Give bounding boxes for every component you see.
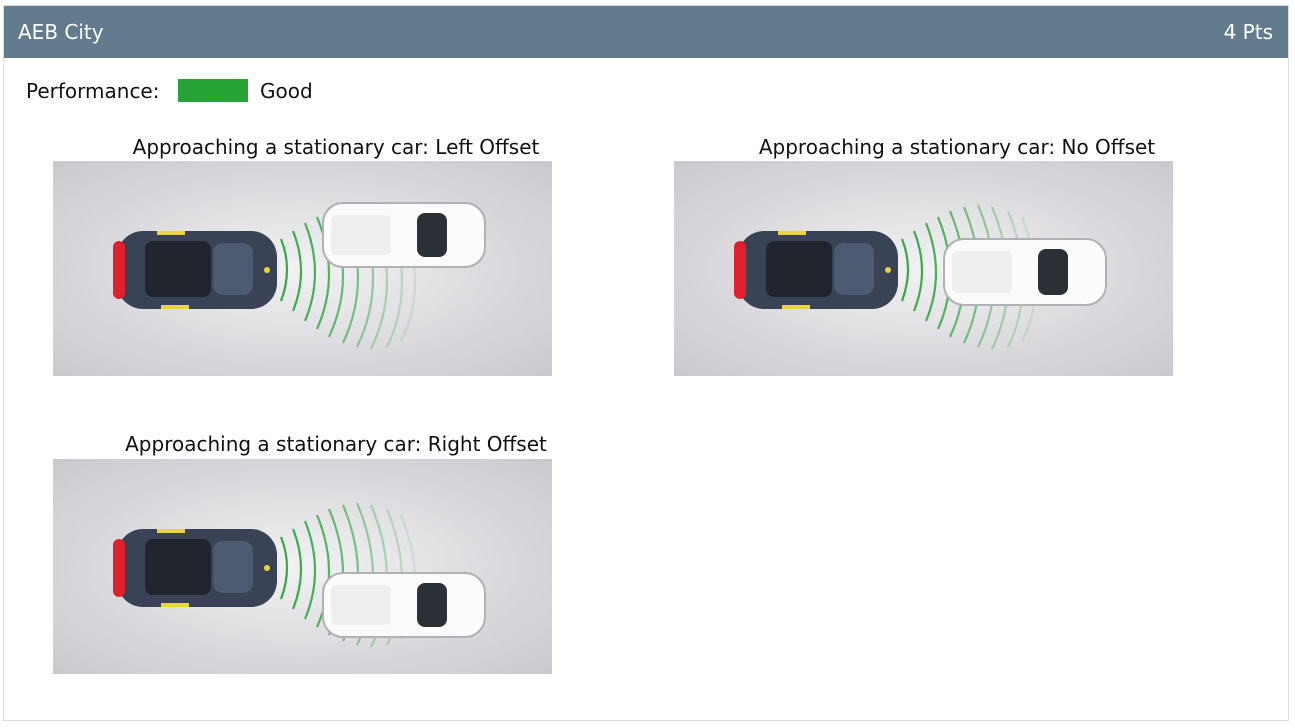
panel-header: AEB City 4 Pts — [4, 6, 1288, 58]
panel-title: AEB City — [18, 20, 104, 44]
scenario-title-left-offset: Approaching a stationary car: Left Offse… — [132, 135, 540, 159]
test-car — [734, 231, 898, 309]
scenario-image-right-offset — [53, 459, 552, 674]
scenario-title-no-offset: Approaching a stationary car: No Offset — [758, 135, 1156, 159]
target-car — [943, 238, 1107, 306]
target-car — [322, 202, 486, 268]
scenario-image-left-offset — [53, 161, 552, 376]
points-score: 4 Pts — [1223, 20, 1273, 44]
scenario-title-right-offset: Approaching a stationary car: Right Offs… — [125, 432, 547, 456]
performance-rating: Good — [260, 79, 313, 103]
test-car — [113, 529, 277, 607]
target-car — [322, 572, 486, 638]
scenario-illustration — [674, 161, 1173, 376]
test-car — [113, 231, 277, 309]
scenario-image-no-offset — [674, 161, 1173, 376]
aeb-city-panel: AEB City 4 Pts Performance: Good Approac… — [3, 5, 1289, 721]
scenario-illustration — [53, 161, 552, 376]
performance-label: Performance: — [26, 79, 160, 103]
performance-color-swatch — [178, 79, 248, 102]
scenario-illustration — [53, 459, 552, 674]
radar-waves — [279, 204, 417, 350]
